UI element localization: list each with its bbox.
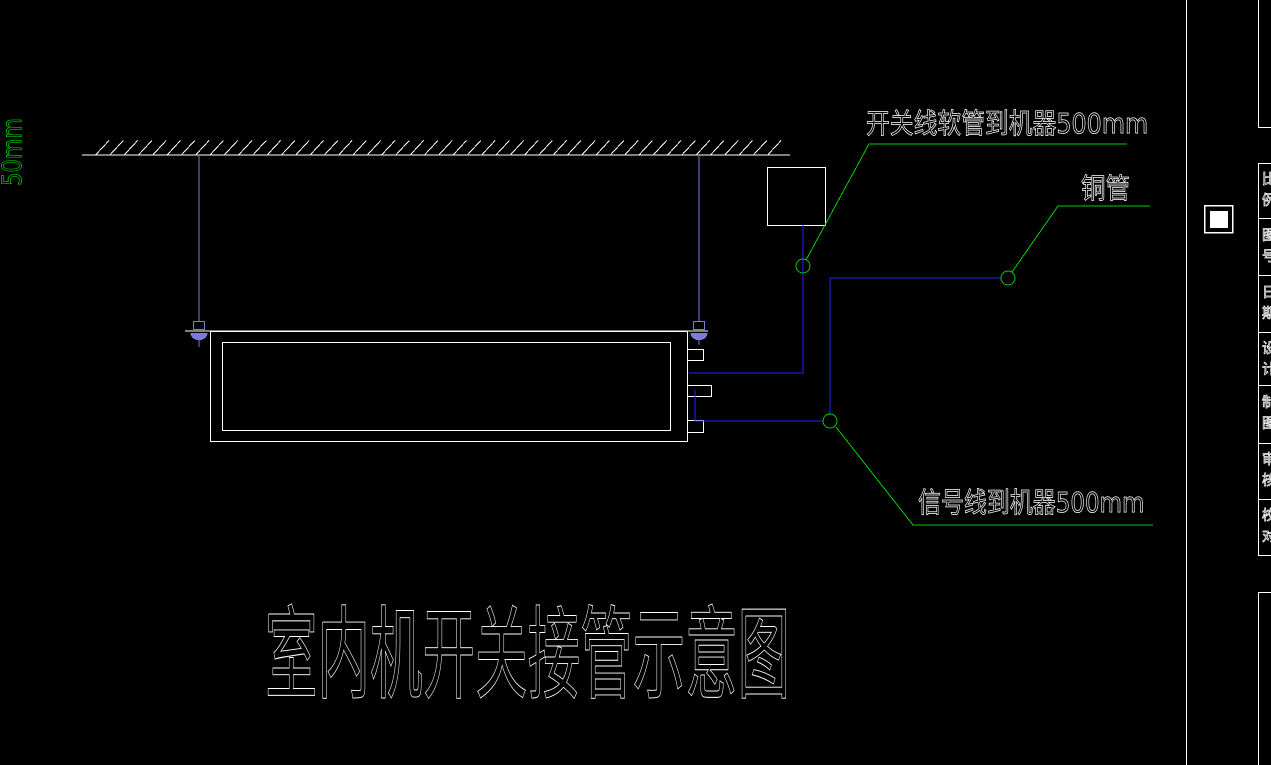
drawing-title: 室内机开关接管示意图	[265, 596, 791, 715]
label-switch-hose: 开关线软管到机器500mm	[866, 107, 1149, 141]
unit-outer-body	[210, 331, 688, 442]
titleblock-field-4: 设计	[1262, 341, 1271, 379]
node-circle-signal	[822, 413, 838, 429]
switch-wire	[689, 225, 804, 374]
node-circle-copper	[1000, 270, 1016, 286]
right-hanger-nut	[693, 321, 705, 330]
titleblock-field-6: 审核	[1262, 452, 1271, 490]
titleblock-field-5: 制图	[1262, 395, 1271, 433]
unit-port-bottom	[687, 420, 704, 433]
signal-wire	[694, 390, 823, 422]
left-hanger-nut	[193, 321, 205, 330]
selection-grip-outline	[1203, 204, 1234, 234]
unit-port-top	[687, 349, 704, 361]
node-circle-switch	[795, 258, 811, 274]
label-signal-line: 信号线到机器500mm	[918, 486, 1145, 520]
switch-box	[767, 167, 826, 226]
dim-50mm: 50mm	[0, 118, 28, 187]
leader-copper-pipe	[1011, 205, 1150, 273]
titleblock-field-1: 比例	[1262, 172, 1271, 210]
ceiling-hatch	[95, 140, 782, 155]
copper-pipe-line	[829, 277, 1001, 414]
unit-port-middle	[687, 385, 712, 397]
unit-inner-body	[222, 342, 671, 431]
titleblock-field-7: 校对	[1262, 508, 1271, 546]
selection-grip[interactable]	[1210, 211, 1228, 228]
label-copper-pipe: 铜管	[1081, 172, 1131, 206]
titleblock-row-lines	[1258, 127, 1271, 593]
titleblock-field-3: 日期	[1262, 285, 1271, 323]
titleblock-field-2: 图号	[1262, 228, 1271, 266]
leader-signal-line	[835, 426, 1153, 526]
leader-switch-hose	[805, 143, 1127, 261]
